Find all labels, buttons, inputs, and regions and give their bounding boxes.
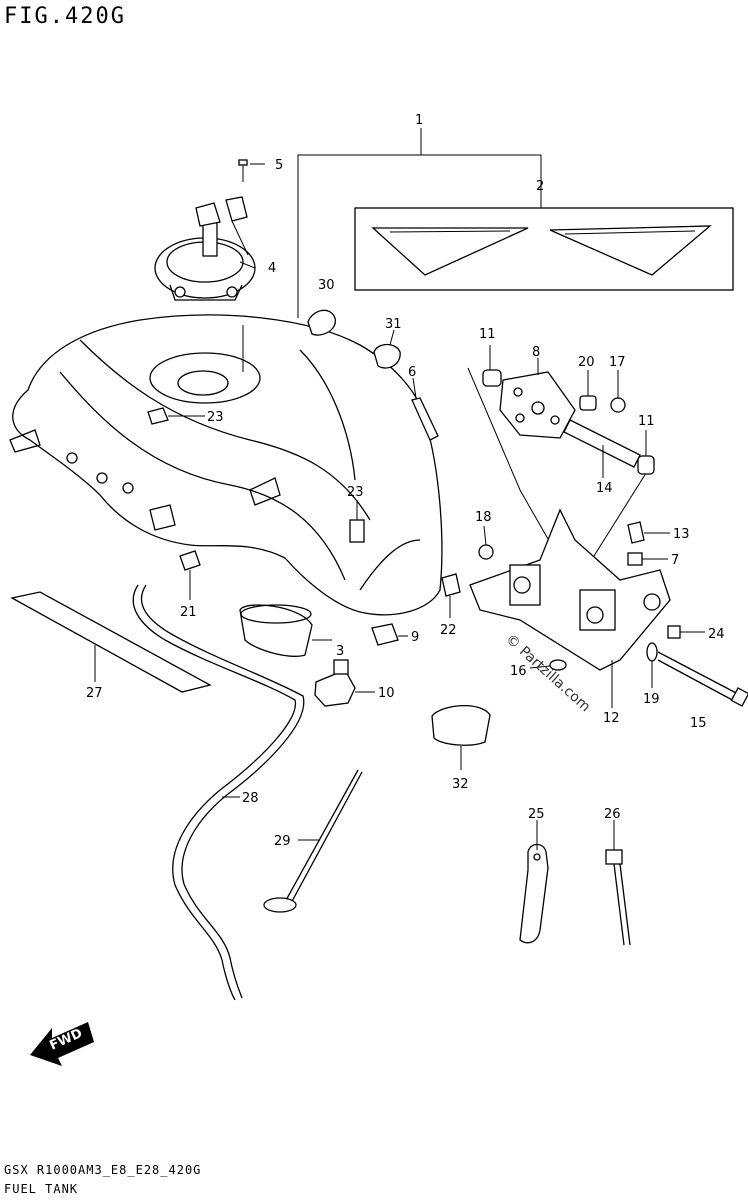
drain-hose[interactable] — [132, 584, 305, 1001]
washer[interactable] — [478, 525, 494, 560]
cushion-block[interactable] — [371, 623, 408, 646]
callout-6: 6 — [408, 365, 416, 380]
tank-bracket[interactable] — [469, 508, 671, 708]
callout-16: 16 — [510, 664, 527, 679]
clip-nut[interactable] — [667, 625, 705, 639]
callout-2: 2 — [536, 179, 544, 194]
cushion[interactable] — [179, 550, 201, 600]
caution-label[interactable] — [147, 407, 205, 425]
drawing-code: GSX R1000AM3_E8_E28_420G — [4, 1163, 202, 1177]
callout-28: 28 — [242, 791, 259, 806]
callout-23: 23 — [207, 410, 224, 425]
tank-strip[interactable] — [411, 377, 439, 441]
bolt[interactable] — [610, 370, 626, 413]
callout-32: 32 — [452, 777, 469, 792]
callout-10: 10 — [378, 686, 395, 701]
long-bolt[interactable] — [657, 651, 748, 707]
callout-24: 24 — [708, 627, 725, 642]
callout-26: 26 — [604, 807, 621, 822]
fuel-cap-assembly[interactable] — [154, 196, 256, 301]
section-name: FUEL TANK — [4, 1182, 79, 1196]
callout-20: 20 — [578, 355, 595, 370]
callout-9: 9 — [411, 630, 419, 645]
callout-11: 11 — [638, 414, 655, 429]
pivot-pipe[interactable] — [563, 419, 641, 478]
group-bracket — [297, 128, 542, 318]
holder[interactable] — [314, 659, 375, 707]
callout-22: 22 — [440, 623, 457, 638]
bushing[interactable] — [529, 659, 567, 671]
callout-4: 4 — [268, 261, 276, 276]
callout-23: 23 — [347, 485, 364, 500]
callout-21: 21 — [180, 605, 197, 620]
callout-12: 12 — [603, 711, 620, 726]
breather-tube[interactable] — [263, 769, 363, 913]
nut[interactable] — [627, 552, 668, 566]
callout-25: 25 — [528, 807, 545, 822]
callout-5: 5 — [275, 158, 283, 173]
collar[interactable] — [579, 370, 597, 411]
clip[interactable] — [627, 521, 670, 544]
cushion-pad[interactable] — [373, 329, 401, 369]
callout-19: 19 — [643, 692, 660, 707]
mount-rubber[interactable] — [482, 345, 502, 387]
callout-7: 7 — [671, 553, 679, 568]
callout-13: 13 — [673, 527, 690, 542]
callout-3: 3 — [336, 644, 344, 659]
tank-sleeve[interactable] — [239, 604, 332, 657]
fuel-tank[interactable] — [9, 314, 443, 616]
mount-plate[interactable] — [499, 358, 576, 439]
pad[interactable] — [431, 704, 491, 770]
callout-14: 14 — [596, 481, 613, 496]
caution-label[interactable] — [349, 500, 365, 543]
callout-27: 27 — [86, 686, 103, 701]
callout-15: 15 — [690, 716, 707, 731]
callout-18: 18 — [475, 510, 492, 525]
figure-title: FIG.420G — [4, 4, 126, 29]
callout-8: 8 — [532, 345, 540, 360]
decal-set[interactable] — [354, 207, 734, 291]
tie-clamp[interactable] — [605, 820, 631, 946]
strap-band[interactable] — [519, 820, 549, 944]
callout-31: 31 — [385, 317, 402, 332]
washer[interactable] — [646, 642, 658, 688]
label[interactable] — [441, 573, 461, 618]
callout-17: 17 — [609, 355, 626, 370]
callout-29: 29 — [274, 834, 291, 849]
protector-strip[interactable] — [10, 591, 212, 693]
callout-30: 30 — [318, 278, 335, 293]
cushion-pad[interactable] — [307, 309, 336, 336]
callout-11: 11 — [479, 327, 496, 342]
fwd-arrow-icon: FWD — [30, 1022, 94, 1066]
callout-1: 1 — [415, 113, 423, 128]
mount-rubber[interactable] — [637, 430, 655, 475]
cap-screw[interactable] — [238, 159, 265, 182]
